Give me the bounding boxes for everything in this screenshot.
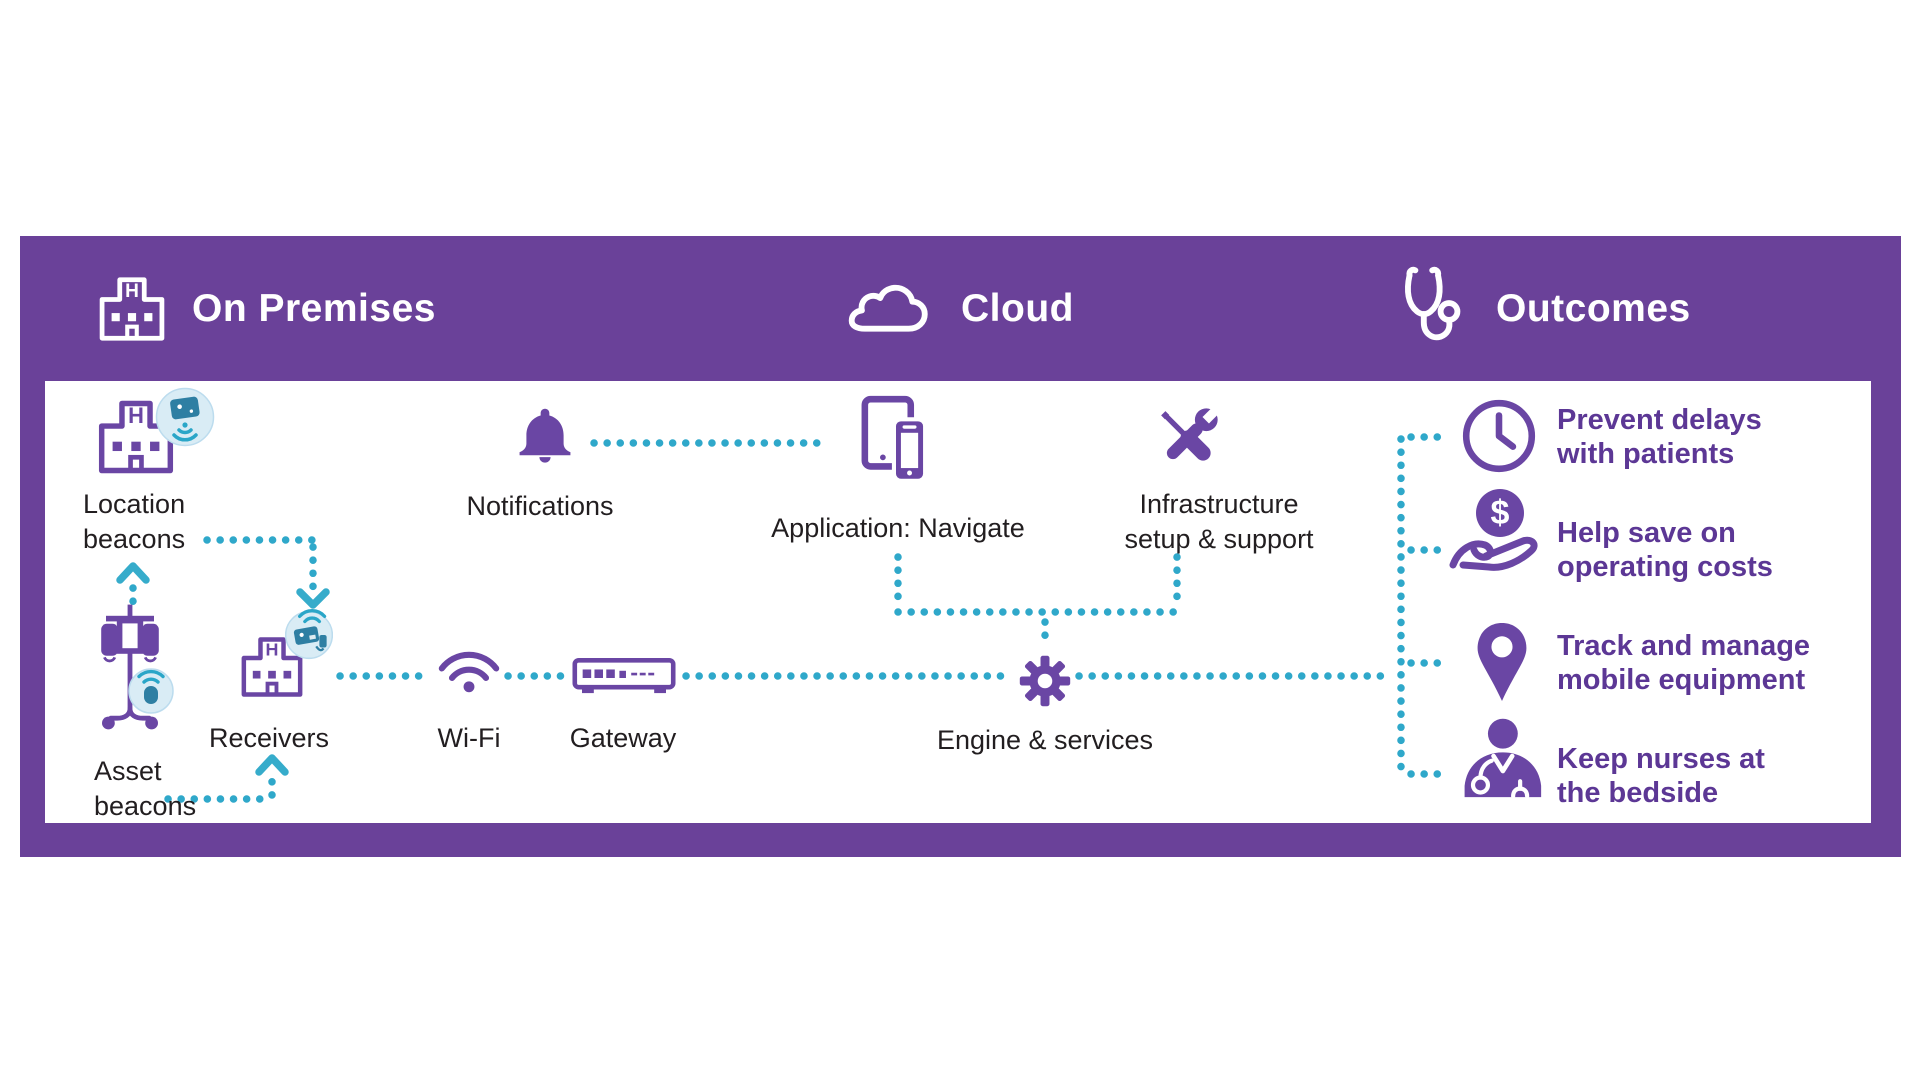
location-beacon-bubble [155, 387, 215, 447]
hospital-building-icon: H [98, 400, 174, 474]
infrastructure-node [1150, 399, 1226, 477]
iv-pole-icon [101, 604, 159, 730]
arrow-down-receivers [296, 588, 330, 609]
wifi-label: Wi-Fi [437, 723, 501, 753]
receivers-label: Receivers [208, 723, 330, 753]
cloud-icon [848, 284, 928, 332]
asset-beacons-node [90, 603, 170, 743]
bell-icon [519, 408, 571, 463]
wifi-icon [438, 651, 500, 693]
svg-text:H: H [128, 403, 144, 428]
asset-beacon-device-icon [128, 668, 174, 714]
outcome-3-text: Track and manage mobile equipment [1557, 630, 1811, 696]
header-title-on-premises: On Premises [192, 287, 436, 330]
receivers-node: H [240, 630, 304, 704]
svg-text:$: $ [1491, 494, 1510, 532]
notifications-node [514, 398, 576, 474]
location-beacons-label: Location beacons [83, 489, 186, 554]
outcome-icon-1 [1458, 395, 1540, 477]
hospital-icon: H [99, 277, 165, 341]
wifi-node [435, 637, 503, 693]
infrastructure-label: Infrastructure setup & support [1124, 489, 1314, 554]
purple-frame: H On Premises Cloud [20, 236, 1901, 857]
engine-label: Engine & services [936, 725, 1154, 755]
engine-node [1017, 653, 1073, 709]
content-area: H [45, 381, 1871, 823]
outcome-icon-4 [1451, 715, 1551, 799]
outcome-icon-2: $ [1443, 487, 1553, 587]
svg-text:H: H [266, 639, 279, 659]
nurse-icon [1464, 718, 1542, 799]
receiver-device-icon [285, 609, 333, 660]
gear-icon [1019, 655, 1071, 707]
outcome-1-text: Prevent delays with patients [1557, 404, 1762, 470]
outcome-icon-3 [1469, 618, 1535, 706]
header-cloud: Cloud [840, 264, 1074, 354]
header-outcomes: Outcomes [1386, 264, 1691, 354]
arrow-up-location [116, 562, 150, 584]
tools-icon [1161, 406, 1220, 461]
svg-text:H: H [125, 281, 139, 302]
asset-beacons-label: Asset beacons [94, 756, 197, 821]
clock-icon [1462, 399, 1536, 473]
hospital-building-icon: H [241, 637, 303, 697]
location-beacons-node: H [97, 397, 175, 477]
stethoscope-icon [1405, 266, 1461, 341]
gateway-icon [572, 657, 676, 694]
asset-beacon-bubble [127, 665, 175, 717]
header-title-cloud: Cloud [961, 287, 1074, 330]
beacon-device-icon [155, 387, 215, 447]
location-pin-icon [1477, 623, 1527, 701]
gateway-node [571, 657, 677, 699]
savings-icon: $ [1449, 489, 1538, 571]
outcome-2-text: Help save on operating costs [1557, 517, 1773, 583]
header-title-outcomes: Outcomes [1496, 287, 1691, 330]
notifications-label: Notifications [466, 491, 614, 521]
gateway-label: Gateway [569, 723, 677, 753]
outcome-4-text: Keep nurses at the bedside [1557, 743, 1765, 809]
tablet-phone-icon [861, 395, 927, 483]
receiver-bubble [285, 607, 333, 663]
application-label: Application: Navigate [771, 513, 1025, 543]
application-node [855, 393, 937, 489]
arrow-up-receivers [255, 754, 289, 776]
header-on-premises: H On Premises [98, 264, 436, 354]
